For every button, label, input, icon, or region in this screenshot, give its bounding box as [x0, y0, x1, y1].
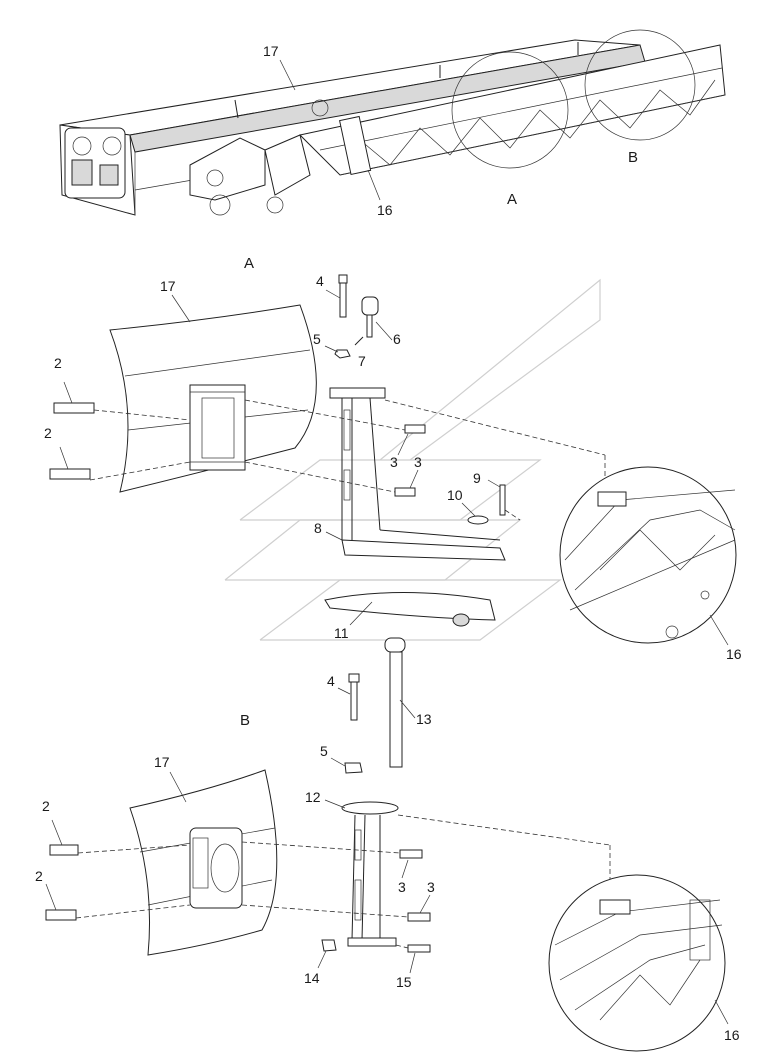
callout-17-top: 17 [263, 43, 279, 59]
callout-16-top: 16 [377, 202, 393, 218]
section-b-detail: B [240, 712, 250, 729]
callout-2-b2: 2 [35, 868, 43, 884]
callout-2-a1: 2 [54, 355, 62, 371]
callout-5-a: 5 [313, 331, 321, 347]
section-a-overview: A [507, 191, 517, 208]
leader-16-top [367, 169, 381, 201]
callout-3-a2: 3 [414, 454, 422, 470]
callout-2-b1: 2 [42, 798, 50, 814]
boom-overview [59, 29, 726, 216]
callout-4-b: 4 [327, 673, 335, 689]
callout-3-b1: 3 [398, 879, 406, 895]
callout-3-b2: 3 [427, 879, 435, 895]
callout-14-b: 14 [304, 970, 320, 986]
callout-2-a2: 2 [44, 425, 52, 441]
callout-5-b: 5 [320, 743, 328, 759]
callout-16-b: 16 [724, 1027, 740, 1043]
callout-13-b: 13 [416, 711, 432, 727]
callout-9-a: 9 [473, 470, 481, 486]
watermark [224, 278, 601, 641]
callout-16-a: 16 [726, 646, 742, 662]
section-b-overview: B [628, 149, 638, 166]
callout-4-a: 4 [316, 273, 324, 289]
callout-15-b: 15 [396, 974, 412, 990]
callout-3-a1: 3 [390, 454, 398, 470]
callout-7-a: 7 [358, 353, 366, 369]
callout-17-a: 17 [160, 278, 176, 294]
callout-8-a: 8 [314, 520, 322, 536]
callout-10-a: 10 [447, 487, 463, 503]
callout-17-b: 17 [154, 754, 170, 770]
callout-11-a: 11 [334, 625, 349, 641]
detail-a [49, 274, 737, 644]
callout-6-a: 6 [393, 331, 401, 347]
callout-12-b: 12 [305, 789, 321, 805]
section-a-detail: A [244, 255, 254, 272]
detail-b [45, 637, 726, 1052]
leader-17-top [279, 59, 296, 91]
